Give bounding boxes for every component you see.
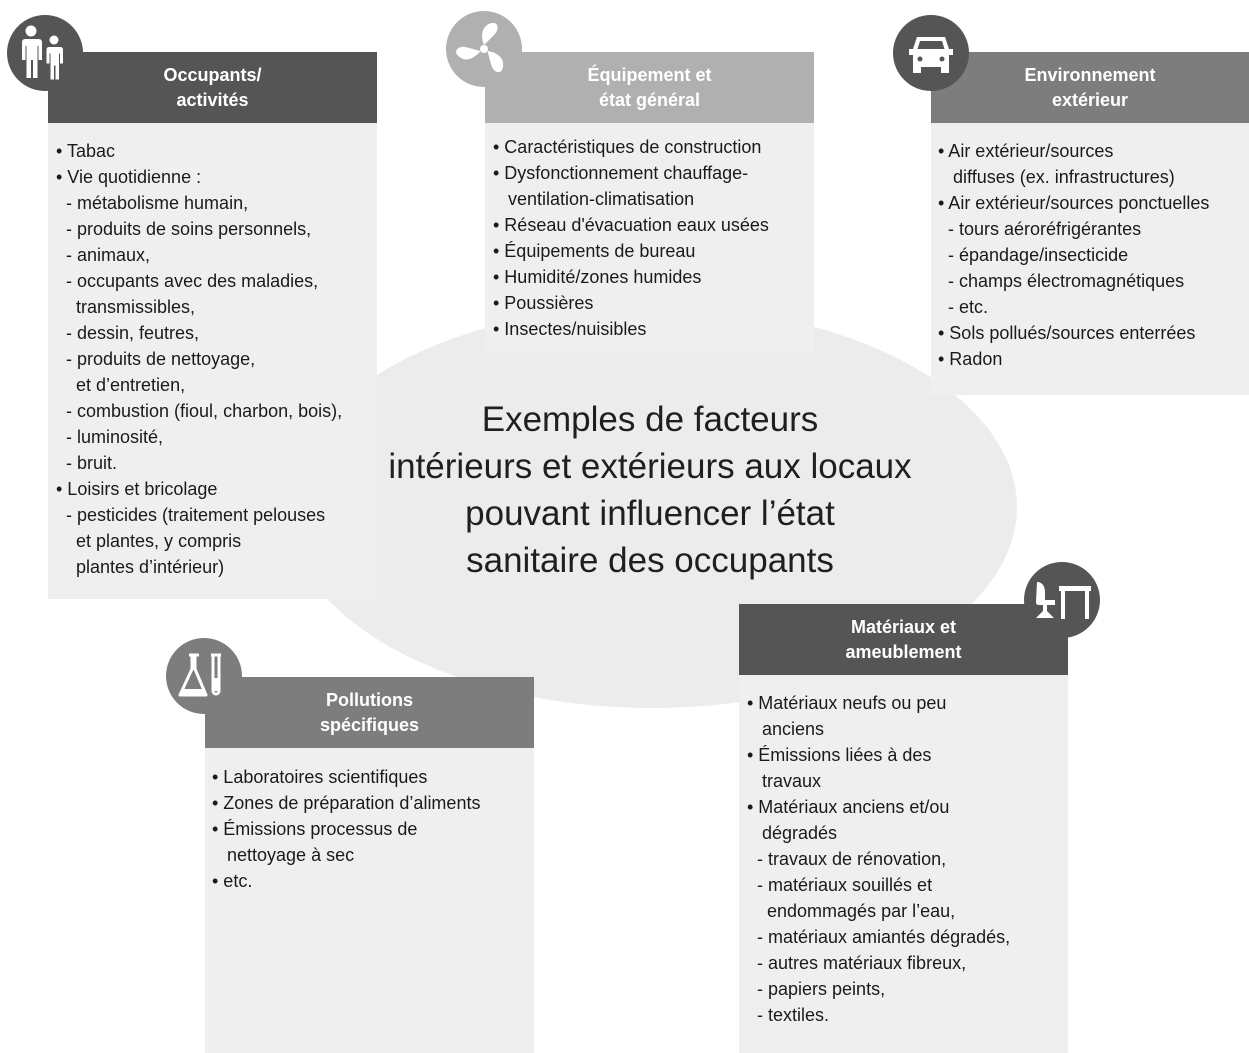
materiaux-list: • Matériaux neufs ou peu anciens • Émissi… [747, 690, 1010, 1028]
materiaux-list-item: • Matériaux neufs ou peu [747, 693, 947, 713]
occupants-list-item: - occupants avec des maladies, [56, 271, 319, 291]
materiaux-list-item: - travaux de rénovation, [747, 849, 947, 869]
equipement-list-item: • Réseau d'évacuation eaux usées [493, 215, 769, 235]
materiaux-list-item: - papiers peints, [747, 979, 886, 999]
materiaux-list-item: • Matériaux anciens et/ou [747, 797, 950, 817]
occupants-list-item: - animaux, [56, 245, 151, 265]
center-title-line-2: intérieurs et extérieurs aux locaux [388, 447, 912, 486]
center-title-line-1: Exemples de facteurs [481, 400, 819, 439]
lab-flask-icon [166, 638, 242, 714]
occupants-list-item: - bruit. [56, 453, 118, 473]
pollutions-list-item: nettoyage à sec [212, 845, 355, 865]
materiaux-list-item: - textiles. [747, 1005, 830, 1025]
pollutions-list-item: • Émissions processus de [212, 819, 418, 839]
environnement-list-item: - épandage/insecticide [938, 245, 1129, 265]
chair-desk-icon [1024, 562, 1100, 638]
occupants-list-item: - produits de soins personnels, [56, 219, 312, 239]
equipement-list-item: • Insectes/nuisibles [493, 319, 647, 339]
header-pollutions-line-2: spécifiques [319, 714, 420, 735]
header-equipement-line-1: Équipement et [587, 64, 712, 85]
occupants-list-item: - pesticides (traitement pelouses [56, 505, 326, 525]
environnement-list-item: • Air extérieur/sources [938, 141, 1114, 161]
materiaux-list-item: - matériaux amiantés dégradés, [747, 927, 1011, 947]
header-materiaux-line-1: Matériaux et [850, 616, 957, 637]
center-title-line-4: sanitaire des occupants [466, 541, 834, 580]
people-icon [7, 15, 83, 91]
header-occupants: Occupants/ activités [48, 52, 377, 123]
header-occupants-line-1: Occupants/ [163, 64, 262, 85]
environnement-list-item: - tours aéroréfrigérantes [938, 219, 1142, 239]
materiaux-list-item: - autres matériaux fibreux, [747, 953, 967, 973]
header-pollutions-line-1: Pollutions [326, 689, 413, 710]
occupants-list: • Tabac • Vie quotidienne : - métabolisme… [56, 138, 342, 580]
header-occupants-line-2: activités [176, 89, 249, 110]
materiaux-list-item: endommagés par l’eau, [747, 901, 956, 921]
occupants-list-item: - luminosité, [56, 427, 164, 447]
pollutions-list-item: • etc. [212, 871, 253, 891]
header-equipement: Équipement et état général [485, 52, 814, 123]
equipement-list: • Caractéristiques de construction • Dysf… [493, 134, 769, 342]
environnement-list-item: - champs électromagnétiques [938, 271, 1185, 291]
materiaux-list-item: travaux [747, 771, 822, 791]
occupants-list-item: et d’entretien, [56, 375, 186, 395]
equipement-list-item: • Humidité/zones humides [493, 267, 702, 287]
equipement-list-item: • Équipements de bureau [493, 241, 696, 261]
occupants-list-item: - métabolisme humain, [56, 193, 249, 213]
occupants-list-item: - produits de nettoyage, [56, 349, 256, 369]
environnement-list-item: diffuses (ex. infrastructures) [938, 167, 1175, 187]
equipement-list-item: • Poussières [493, 293, 594, 313]
header-equipement-line-2: état général [598, 89, 701, 110]
occupants-list-item: plantes d’intérieur) [56, 557, 225, 577]
environnement-list-item: • Radon [938, 349, 1003, 369]
pollutions-list-item: • Laboratoires scientifiques [212, 767, 428, 787]
fan-icon [446, 11, 522, 87]
environnement-list-item: • Sols pollués/sources enterrées [938, 323, 1196, 343]
occupants-list-item: - dessin, feutres, [56, 323, 200, 343]
environnement-list-item: - etc. [938, 297, 989, 317]
header-environnement-line-2: extérieur [1051, 89, 1129, 110]
equipement-list-item: ventilation-climatisation [493, 189, 695, 209]
header-environnement: Environnement extérieur [931, 52, 1249, 123]
materiaux-list-item: - matériaux souillés et [747, 875, 933, 895]
materiaux-list-item: dégradés [747, 823, 838, 843]
occupants-list-item: • Tabac [56, 141, 116, 161]
center-title-line-3: pouvant influencer l’état [465, 494, 835, 533]
pollutions-list: • Laboratoires scientifiques • Zones de p… [212, 764, 480, 894]
car-icon [893, 15, 969, 91]
header-materiaux-line-2: ameublement [845, 641, 962, 662]
equipement-list-item: • Caractéristiques de construction [493, 137, 762, 157]
occupants-list-item: transmissibles, [56, 297, 196, 317]
card-occupants [48, 52, 377, 599]
environnement-list: • Air extérieur/sources diffuses (ex. in… [938, 138, 1209, 372]
occupants-list-item: • Loisirs et bricolage [56, 479, 218, 499]
occupants-list-item: - combustion (fioul, charbon, bois), [56, 401, 343, 421]
pollutions-list-item: • Zones de préparation d’aliments [212, 793, 481, 813]
equipement-list-item: • Dysfonctionnement chauffage- [493, 163, 749, 183]
header-materiaux: Matériaux et ameublement [739, 604, 1068, 675]
environnement-list-item: • Air extérieur/sources ponctuelles [938, 193, 1210, 213]
materiaux-list-item: • Émissions liées à des [747, 745, 932, 765]
occupants-list-item: • Vie quotidienne : [56, 167, 202, 187]
materiaux-list-item: anciens [747, 719, 825, 739]
header-pollutions: Pollutions spécifiques [205, 677, 534, 748]
occupants-list-item: et plantes, y compris [56, 531, 242, 551]
card-materiaux [739, 604, 1068, 1053]
center-title: Exemples de facteurs intérieurs et extér… [340, 396, 960, 584]
header-environnement-line-1: Environnement [1024, 64, 1156, 85]
